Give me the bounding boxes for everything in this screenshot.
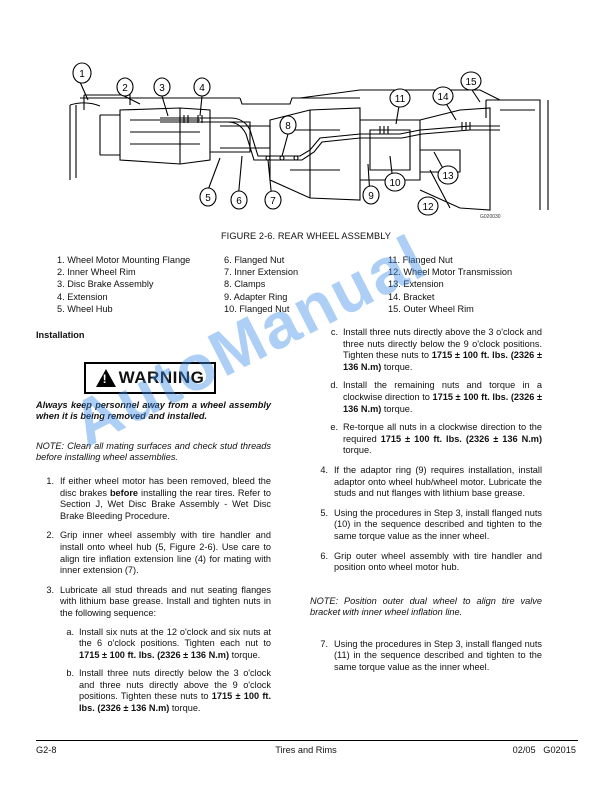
legend-item: 11. Flanged Nut bbox=[388, 255, 453, 265]
figure-code: G020030 bbox=[480, 214, 501, 220]
callout-12: 12 bbox=[417, 196, 439, 216]
legend-item: 15. Outer Wheel Rim bbox=[388, 303, 474, 314]
svg-text:4: 4 bbox=[199, 83, 205, 94]
svg-text:1: 1 bbox=[79, 69, 85, 80]
legend-item: 5. Wheel Hub bbox=[57, 303, 113, 314]
step-3b: b. Install three nuts directly below the… bbox=[66, 668, 272, 714]
left-column: Installation ! WARNING Always keep perso… bbox=[36, 330, 271, 715]
legend-item: 2. Inner Wheel Rim bbox=[57, 267, 136, 278]
legend-column-2: 6. Flanged Nut 7. Inner Extension 8. Cla… bbox=[224, 254, 298, 315]
svg-text:9: 9 bbox=[368, 191, 374, 202]
legend-item: 12. Wheel Motor Transmission bbox=[388, 267, 513, 278]
svg-text:7: 7 bbox=[270, 196, 276, 207]
warning-triangle-icon: ! bbox=[95, 368, 116, 387]
step-3c: c. Install three nuts directly above the… bbox=[330, 327, 542, 372]
step-4: 4. If the adaptor ring (9) requires inst… bbox=[320, 464, 542, 499]
legend-item: 1. Wheel Motor Mounting Flange bbox=[57, 255, 191, 265]
callout-4: 4 bbox=[193, 77, 211, 97]
legend-item: 9. Adapter Ring bbox=[224, 291, 288, 302]
footer-page-number: G2-8 bbox=[36, 745, 57, 755]
step-7: 7. Using the procedures in Step 3, insta… bbox=[320, 638, 542, 673]
legend-column-1: 1. Wheel Motor Mounting Flange 2. Inner … bbox=[57, 254, 190, 315]
svg-text:15: 15 bbox=[465, 77, 477, 88]
callout-2: 2 bbox=[116, 77, 134, 97]
callout-8: 8 bbox=[279, 115, 297, 135]
step-2: 2. Grip inner wheel assembly with tire h… bbox=[46, 530, 271, 576]
callout-13: 13 bbox=[437, 165, 459, 185]
svg-text:6: 6 bbox=[236, 196, 242, 207]
right-column: c. Install three nuts directly above the… bbox=[310, 327, 542, 674]
footer-divider bbox=[36, 740, 578, 741]
step-3e: e. Re-torque all nuts in a clockwise dir… bbox=[330, 422, 543, 456]
legend-item: 13. Extension bbox=[388, 279, 444, 290]
callout-3: 3 bbox=[153, 77, 171, 97]
step-3d: d. Install the remaining nuts and torque… bbox=[330, 380, 542, 414]
warning-text: Always keep personnel away from a wheel … bbox=[36, 399, 271, 422]
note-text: NOTE: Clean all mating surfaces and chec… bbox=[36, 440, 271, 463]
callout-14: 14 bbox=[432, 86, 454, 106]
step-3a: a. Install six nuts at the 12 o'clock an… bbox=[66, 626, 271, 660]
note-text: NOTE: Position outer dual wheel to align… bbox=[310, 595, 542, 618]
legend-column-3: 11. Flanged Nut 12. Wheel Motor Transmis… bbox=[388, 254, 512, 315]
svg-text:8: 8 bbox=[285, 121, 291, 132]
step-5: 5. Using the procedures in Step 3, insta… bbox=[320, 507, 542, 541]
svg-text:12: 12 bbox=[422, 202, 434, 213]
warning-label: WARNING bbox=[118, 367, 205, 387]
callout-5: 5 bbox=[199, 187, 217, 207]
legend-item: 3. Disc Brake Assembly bbox=[57, 279, 154, 290]
svg-text:13: 13 bbox=[442, 171, 454, 182]
legend-item: 8. Clamps bbox=[224, 279, 266, 290]
callout-6: 6 bbox=[230, 190, 248, 210]
step-3: 3. Lubricate all stud threads and nut se… bbox=[46, 584, 271, 618]
callout-11: 11 bbox=[389, 88, 411, 108]
figure-caption: FIGURE 2-6. REAR WHEEL ASSEMBLY bbox=[220, 231, 392, 241]
svg-text:5: 5 bbox=[205, 193, 211, 204]
rear-wheel-assembly-diagram: 1 2 3 4 5 6 7 8 9 10 11 12 13 14 15 bbox=[69, 62, 549, 216]
callout-15: 15 bbox=[460, 71, 482, 91]
section-heading: Installation bbox=[36, 330, 85, 340]
footer-title: Tires and Rims bbox=[275, 745, 337, 755]
step-1: 1. If either wheel motor has been remove… bbox=[46, 475, 271, 521]
svg-text:14: 14 bbox=[437, 92, 449, 103]
legend-item: 10. Flanged Nut bbox=[224, 303, 290, 314]
legend-item: 4. Extension bbox=[57, 291, 108, 302]
footer-date-code: 02/05 G02015 bbox=[512, 745, 576, 755]
svg-text:10: 10 bbox=[389, 178, 401, 189]
warning-label-box: ! WARNING bbox=[84, 361, 216, 394]
legend-item: 14. Bracket bbox=[388, 291, 435, 302]
callout-1: 1 bbox=[72, 62, 92, 84]
step-6: 6. Grip outer wheel assembly with tire h… bbox=[320, 550, 542, 573]
svg-text:2: 2 bbox=[122, 83, 128, 94]
callout-7: 7 bbox=[264, 190, 282, 210]
legend-item: 6. Flanged Nut bbox=[224, 255, 285, 265]
callout-10: 10 bbox=[384, 172, 406, 192]
svg-text:3: 3 bbox=[159, 83, 165, 94]
callout-9: 9 bbox=[362, 185, 380, 205]
legend-item: 7. Inner Extension bbox=[224, 267, 299, 278]
svg-text:11: 11 bbox=[395, 94, 406, 105]
